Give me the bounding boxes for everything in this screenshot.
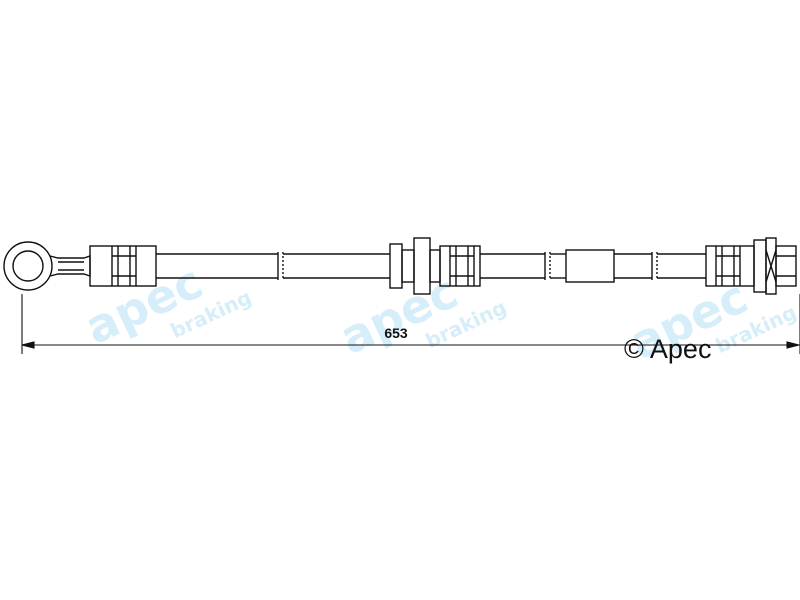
hose-section-2 xyxy=(480,249,706,283)
dimension-label: 653 xyxy=(384,325,408,341)
dimension-arrow-right xyxy=(786,341,800,349)
watermark-logo-left: apec braking xyxy=(77,254,255,355)
right-end-fitting xyxy=(705,237,797,295)
left-ferrule xyxy=(89,245,157,287)
watermark-logos: apec braking apec braking apec braking xyxy=(77,254,800,370)
banjo-eye-fitting xyxy=(3,241,91,291)
hose-section-1 xyxy=(156,252,390,280)
middle-bracket-fitting xyxy=(389,237,481,295)
copyright-notice: © Apec xyxy=(624,334,711,364)
watermark-brand-left: apec xyxy=(77,254,211,355)
dimension-line xyxy=(21,294,800,354)
dimension-arrow-left xyxy=(21,341,35,349)
hose-assembly xyxy=(3,237,800,354)
watermark-brand-center: apec xyxy=(332,264,466,365)
protective-sleeve xyxy=(565,249,615,283)
watermark-logo-center: apec braking xyxy=(332,264,510,365)
